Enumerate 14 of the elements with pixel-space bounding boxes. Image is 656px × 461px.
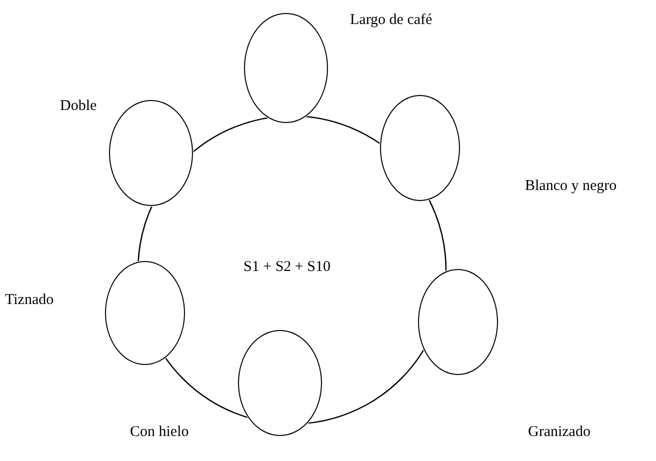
ellipse [109,100,193,206]
ellipse [244,13,328,123]
ring-circle [137,115,447,425]
center-label: S1 + S2 + S10 [244,258,330,276]
ellipse [238,330,322,436]
ellipse [380,95,460,201]
item-label: Tiznado [5,292,54,309]
item-label: Blanco y negro [525,178,617,195]
item-label: Doble [60,98,97,115]
ellipse [418,269,498,375]
item-label: Largo de café [350,12,432,29]
item-label: Con hielo [130,424,189,441]
item-label: Granizado [528,424,590,441]
ellipse [105,261,185,365]
